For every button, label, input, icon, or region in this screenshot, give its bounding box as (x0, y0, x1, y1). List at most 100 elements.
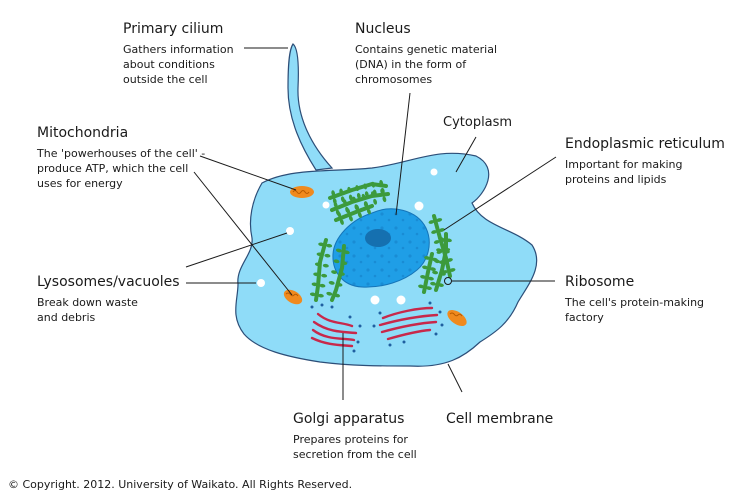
er-lobe (343, 250, 350, 255)
er-lobe (336, 282, 343, 287)
desc-line: proteins and lipids (565, 173, 667, 186)
mitochondrion (447, 310, 467, 326)
leader-lysosomes-1 (185, 232, 288, 268)
label-primary-cilium: Primary cilium Gathers information about… (123, 20, 234, 87)
er-lobe (341, 261, 348, 265)
label-title: Lysosomes/vacuoles (37, 274, 180, 290)
er-lobe (446, 258, 453, 262)
desc-line: Prepares proteins for (293, 433, 408, 446)
er-lobe (348, 215, 353, 222)
leader-nucleus (395, 92, 411, 216)
er-lobe (338, 272, 345, 276)
er-lobe (355, 204, 360, 211)
er-lobe (313, 272, 320, 277)
label-description: Prepares proteins for secretion from the… (293, 432, 417, 462)
label-golgi-apparatus: Golgi apparatus Prepares proteins for se… (293, 410, 417, 462)
er-lobe (337, 211, 342, 218)
er-lobe (429, 267, 436, 271)
desc-line: Break down waste (37, 296, 138, 309)
er-lobe (437, 283, 444, 287)
label-description: The 'powerhouses of the cell' - produce … (37, 146, 205, 191)
er-lobe (373, 198, 378, 205)
desc-line: Contains genetic material (355, 43, 498, 56)
nucleolus (365, 229, 391, 247)
label-title: Nucleus (355, 21, 411, 37)
label-description: The cell's protein-making factory (565, 295, 704, 325)
er-lobe (427, 276, 434, 281)
er-lobe (431, 257, 438, 262)
label-description: Contains genetic material (DNA) in the f… (355, 42, 497, 87)
er-lobe (364, 201, 369, 207)
er-lobe (438, 228, 445, 232)
endoplasmic-reticulum (309, 179, 456, 302)
er-lobe (418, 284, 425, 289)
leader-lines (185, 47, 557, 400)
er-lobe (318, 242, 325, 247)
leader-mitochondria-2 (193, 171, 293, 296)
er-lobe (339, 188, 344, 195)
desc-line: Important for making (565, 158, 683, 171)
er-lobe (379, 179, 384, 186)
er-lobe (445, 238, 452, 243)
golgi-apparatus (310, 306, 439, 348)
er-lobe (436, 218, 443, 222)
label-endoplasmic-reticulum: Endoplasmic reticulum Important for maki… (565, 135, 725, 187)
er-lobe (347, 186, 352, 193)
er-branch (422, 252, 434, 294)
er-lobe (361, 193, 366, 200)
label-title: Ribosome (565, 274, 635, 290)
label-mitochondria: Mitochondria The 'powerhouses of the cel… (37, 124, 205, 191)
er-lobe (441, 260, 448, 265)
er-lobe (331, 190, 336, 197)
er-lobe (333, 201, 338, 208)
leader-cell-membrane (447, 363, 463, 393)
desc-line: Gathers information (123, 43, 234, 56)
er-lobe (342, 199, 347, 206)
copyright-notice: © Copyright. 2012. University of Waikato… (8, 478, 353, 491)
lysosomes-vacuoles (257, 168, 438, 305)
mitochondrion (283, 289, 303, 305)
er-lobe (314, 262, 321, 267)
label-ribosome: Ribosome The cell's protein-making facto… (565, 273, 704, 325)
er-lobe (333, 259, 340, 264)
er-lobe (334, 293, 341, 298)
er-lobe (382, 196, 387, 203)
er-lobe (319, 283, 326, 288)
er-lobe (439, 272, 446, 276)
label-title: Endoplasmic reticulum (565, 136, 725, 152)
label-title: Golgi apparatus (293, 411, 405, 427)
er-lobe (352, 196, 357, 203)
er-lobe (328, 281, 335, 285)
nucleus (332, 208, 430, 288)
er-lobe (420, 275, 427, 279)
label-title: Primary cilium (123, 21, 224, 37)
er-lobe (316, 252, 323, 257)
er-lobe (449, 268, 456, 272)
label-lysosomes-vacuoles: Lysosomes/vacuoles Break down waste and … (37, 273, 180, 325)
primary-cilium (287, 43, 334, 171)
er-lobe (331, 270, 338, 274)
er-lobe (431, 230, 438, 234)
er-lobe (335, 248, 342, 253)
er-lobe (311, 282, 318, 287)
desc-line: (DNA) in the form of (355, 58, 467, 71)
er-branch (334, 204, 374, 222)
er-lobe (317, 293, 324, 298)
desc-line: chromosomes (355, 73, 433, 86)
er-lobe (422, 265, 429, 270)
er-lobe (324, 253, 331, 258)
er-lobe (357, 212, 362, 218)
er-lobe (326, 243, 333, 248)
er-lobe (433, 240, 440, 244)
er-lobe (355, 185, 360, 192)
label-cell-membrane: Cell membrane (446, 410, 553, 428)
er-branch (434, 232, 448, 292)
desc-line: uses for energy (37, 177, 123, 190)
er-lobe (366, 208, 371, 215)
desc-line: and debris (37, 311, 96, 324)
label-description: Break down waste and debris (37, 295, 180, 325)
er-lobe (380, 188, 385, 195)
er-lobe (436, 248, 443, 252)
er-lobe (339, 219, 344, 225)
